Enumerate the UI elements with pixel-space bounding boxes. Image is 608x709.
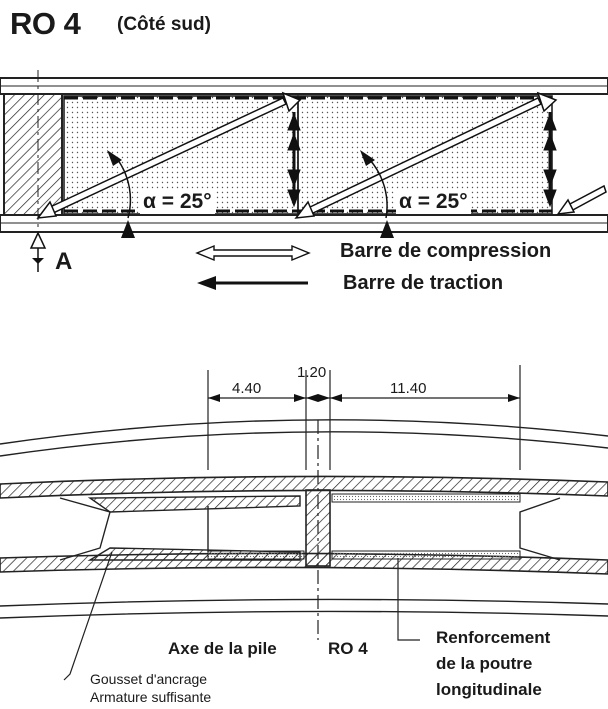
renforcement-label-1: Renforcement <box>436 628 551 647</box>
gousset-leader <box>63 551 113 681</box>
tension-tie-1 <box>287 112 301 208</box>
support-arrow-icon <box>29 231 47 249</box>
axe-label: Axe de la pile <box>168 639 277 658</box>
legend-traction-icon <box>197 276 308 290</box>
dimension-11-40: 11.40 <box>390 380 427 397</box>
legend-compression-icon <box>195 244 311 262</box>
dimension-4-40: 4.40 <box>232 380 262 397</box>
renforcement-leader <box>397 558 420 641</box>
compression-strut-1 <box>36 91 302 219</box>
legend-traction-label: Barre de traction <box>343 272 504 294</box>
gousset-label-1: Gousset d'ancrage <box>90 671 208 687</box>
plan-view-diagram <box>0 365 608 681</box>
angle-arc-1 <box>117 159 132 219</box>
legend-compression-label: Barre de compression <box>340 240 552 262</box>
gousset-label-2: Armature suffisante <box>90 689 212 705</box>
ro4-label: RO 4 <box>328 639 368 658</box>
support-label: A <box>55 248 73 275</box>
tension-tie-2 <box>543 112 557 208</box>
page-subtitle: (Côté sud) <box>117 14 211 35</box>
compression-strut-3 <box>556 184 607 215</box>
renforcement-label-3: longitudinale <box>436 680 542 699</box>
angle-arc-2 <box>369 159 388 219</box>
angle-label-1: α = 25° <box>140 190 215 214</box>
page-title: RO 4 <box>10 6 81 41</box>
angle-label-2: α = 25° <box>396 190 471 214</box>
dimension-1-20: 1.20 <box>297 364 327 381</box>
compression-strut-2 <box>294 91 558 219</box>
renforcement-label-2: de la poutre <box>436 654 533 673</box>
